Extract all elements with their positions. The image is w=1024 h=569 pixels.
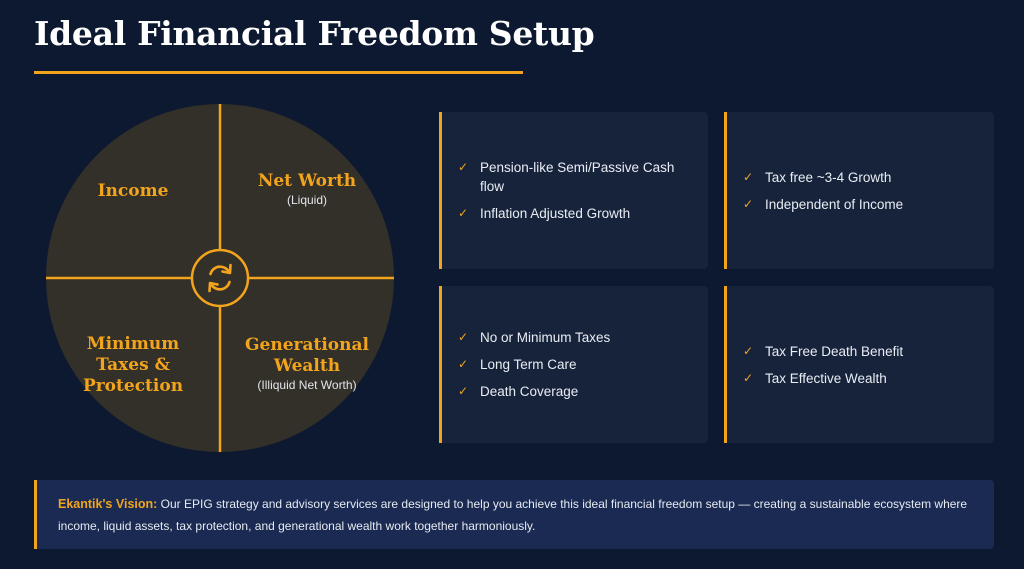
- quadrant-generational-wealth: Generational Wealth (Illiquid Net Worth): [245, 335, 369, 393]
- card-item: ✓ Inflation Adjusted Growth: [458, 204, 694, 223]
- card-item: ✓ Independent of Income: [743, 195, 980, 214]
- check-icon: ✓: [743, 343, 754, 358]
- card-income: ✓ Pension-like Semi/Passive Cash flow ✓ …: [439, 112, 708, 269]
- card-item-label: No or Minimum Taxes: [480, 330, 611, 345]
- page-title: Ideal Financial Freedom Setup: [34, 14, 595, 53]
- vision-callout: Ekantik's Vision: Our EPIG strategy and …: [34, 480, 994, 549]
- card-item: ✓ Pension-like Semi/Passive Cash flow: [458, 158, 694, 196]
- card-item-label: Tax free ~3-4 Growth: [765, 169, 892, 185]
- check-icon: ✓: [458, 384, 469, 398]
- card-net-worth: ✓ Tax free ~3-4 Growth ✓ Independent of …: [724, 112, 994, 269]
- card-item-label: Pension-like Semi/Passive Cash flow: [480, 160, 675, 194]
- card-item-label: Independent of Income: [765, 196, 904, 212]
- check-icon: ✓: [458, 160, 469, 174]
- refresh-icon: [190, 248, 250, 308]
- title-underline: [34, 71, 523, 74]
- card-item: ✓ No or Minimum Taxes: [458, 328, 694, 347]
- quadrant-generational-wealth-line-1: Generational: [245, 335, 369, 355]
- quadrant-net-worth: Net Worth (Liquid): [258, 171, 356, 208]
- card-item-label: Death Coverage: [480, 384, 579, 399]
- quadrant-net-worth-subtitle: (Liquid): [286, 193, 328, 207]
- card-item-label: Long Term Care: [480, 357, 577, 372]
- card-item-label: Inflation Adjusted Growth: [480, 206, 631, 221]
- vision-label: Ekantik's Vision:: [58, 497, 158, 511]
- check-icon: ✓: [743, 370, 754, 385]
- quadrant-net-worth-title: Net Worth: [257, 171, 357, 191]
- check-icon: ✓: [743, 169, 754, 184]
- quadrant-minimum-taxes-line-2: Taxes &: [96, 355, 170, 375]
- quadrant-circle: [46, 104, 394, 452]
- check-icon: ✓: [458, 206, 469, 220]
- check-icon: ✓: [743, 196, 754, 211]
- card-item: ✓ Tax Free Death Benefit: [743, 342, 980, 361]
- quadrant-income: Income: [98, 181, 169, 202]
- quadrant-generational-wealth-subtitle: (Illiquid Net Worth): [257, 378, 357, 392]
- quadrant-generational-wealth-line-2: Wealth: [273, 356, 341, 376]
- check-icon: ✓: [458, 357, 469, 371]
- card-item: ✓ Tax free ~3-4 Growth: [743, 168, 980, 187]
- card-item: ✓ Tax Effective Wealth: [743, 369, 980, 388]
- quadrant-minimum-taxes: Minimum Taxes & Protection: [83, 334, 183, 397]
- card-minimum-taxes: ✓ No or Minimum Taxes ✓ Long Term Care ✓…: [439, 286, 708, 443]
- quadrant-minimum-taxes-line-1: Minimum: [86, 334, 180, 354]
- card-item: ✓ Long Term Care: [458, 355, 694, 374]
- quadrant-income-title: Income: [97, 181, 169, 201]
- vision-text: Our EPIG strategy and advisory services …: [58, 497, 968, 533]
- check-icon: ✓: [458, 330, 469, 344]
- card-item-label: Tax Free Death Benefit: [765, 343, 904, 359]
- card-item: ✓ Death Coverage: [458, 382, 694, 401]
- card-item-label: Tax Effective Wealth: [765, 370, 887, 386]
- quadrant-minimum-taxes-line-3: Protection: [82, 376, 184, 396]
- card-generational-wealth: ✓ Tax Free Death Benefit ✓ Tax Effective…: [724, 286, 994, 443]
